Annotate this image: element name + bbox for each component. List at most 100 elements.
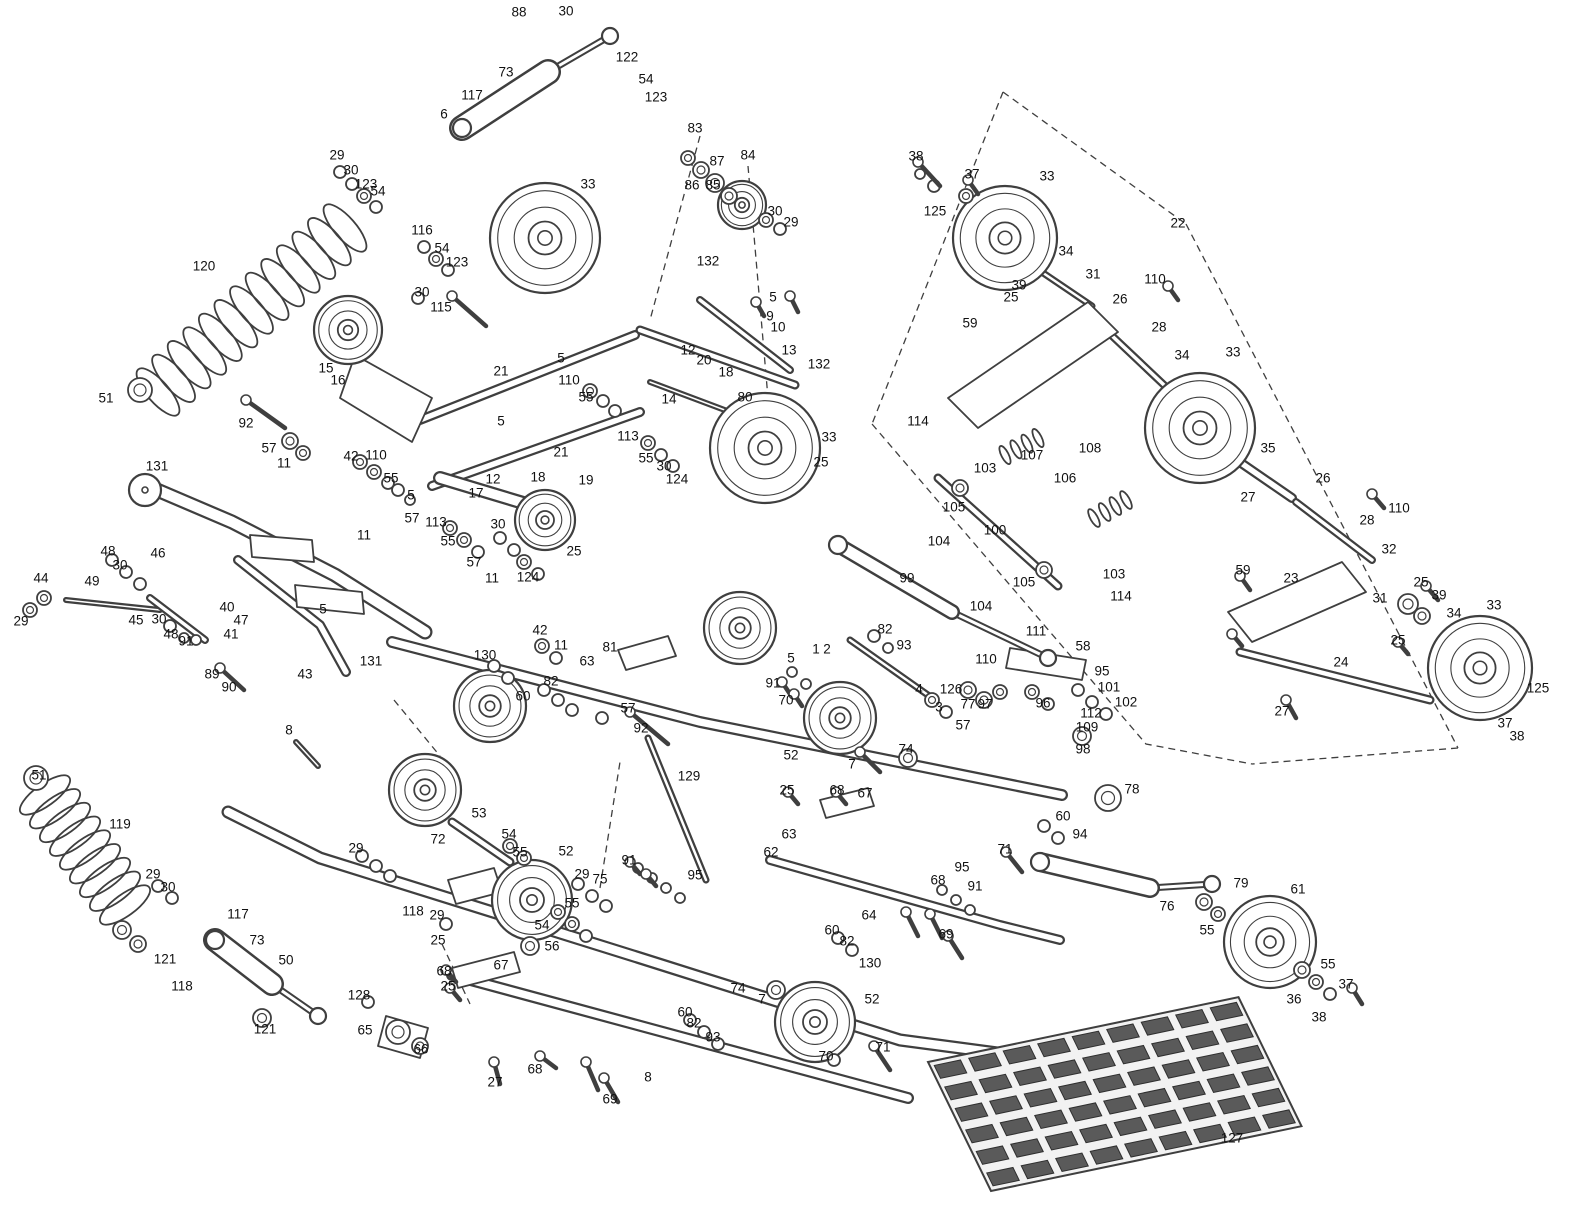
washer [596, 394, 610, 408]
washer [766, 980, 786, 1000]
wheel-axle-hole [537, 230, 553, 246]
part-number-label-8: 8 [285, 723, 293, 738]
track-lug [1013, 1066, 1047, 1087]
shock-eyelet [1029, 851, 1051, 873]
wheel-rim [708, 596, 772, 660]
track-lug [1020, 1159, 1055, 1180]
washer [705, 173, 725, 193]
part-number-label-124: 124 [666, 472, 689, 487]
part-number-label-29: 29 [783, 215, 798, 230]
track-lug [1047, 1059, 1082, 1079]
track-lug [1140, 1016, 1175, 1036]
part-number-label-93: 93 [896, 638, 911, 653]
coil-spring [291, 230, 337, 280]
part-number-label-75: 75 [592, 872, 607, 887]
track-lug [1023, 1087, 1058, 1108]
part-number-label-17: 17 [468, 486, 483, 501]
washer [683, 1013, 697, 1027]
wheel-rim-inner [509, 877, 555, 923]
part-number-label-15: 15 [318, 361, 333, 376]
wheel-rim-inner [728, 191, 756, 219]
part-number-label-60: 60 [515, 689, 530, 704]
part-number-label-39: 39 [1431, 588, 1446, 603]
part-number-label-25: 25 [1390, 633, 1405, 648]
part-number-label-70: 70 [818, 1049, 833, 1064]
part-number-label-18: 18 [530, 470, 545, 485]
part-number-label-108: 108 [1079, 441, 1102, 456]
wheel-axle-hole [525, 893, 538, 906]
part-number-label-26: 26 [1112, 292, 1127, 307]
part-number-label-27: 27 [1240, 490, 1255, 505]
washer [582, 383, 598, 399]
part-number-label-125: 125 [1527, 681, 1550, 696]
part-number-label-25: 25 [1003, 290, 1018, 305]
washer-hole [553, 907, 563, 917]
washer-hole [29, 771, 43, 785]
washer [692, 161, 710, 179]
washer-hole [927, 695, 937, 705]
part-number-label-35: 35 [1260, 441, 1275, 456]
part-number-label-28: 28 [1359, 513, 1374, 528]
part-number-label-71: 71 [875, 1040, 890, 1055]
part-number-label-27: 27 [1274, 704, 1289, 719]
wheel-rim [497, 190, 593, 286]
part-number-label-95: 95 [954, 860, 969, 875]
washer-hole [537, 641, 547, 651]
part-number-label-29: 29 [329, 148, 344, 163]
washer-hole [1027, 687, 1037, 697]
shock-body-face [1032, 854, 1158, 896]
part-number-label-91: 91 [967, 879, 982, 894]
part-number-label-47: 47 [233, 613, 248, 628]
part-number-label-66: 66 [413, 1042, 428, 1057]
washer [1035, 561, 1053, 579]
washer [660, 882, 672, 894]
part-number-label-123: 123 [446, 255, 469, 270]
washer [992, 684, 1008, 700]
part-number-label-30: 30 [343, 163, 358, 178]
part-number-label-11: 11 [485, 571, 499, 586]
part-number-label-38: 38 [908, 149, 923, 164]
washer-hole [955, 483, 965, 493]
part-number-label-5: 5 [497, 414, 505, 429]
part-number-label-29: 29 [348, 841, 363, 856]
washer [428, 251, 444, 267]
part-number-label-68: 68 [930, 873, 945, 888]
bolt-head [1280, 694, 1292, 706]
part-number-label-37: 37 [1497, 716, 1512, 731]
part-number-label-105: 105 [1013, 575, 1036, 590]
washer [697, 1025, 711, 1039]
part-number-label-7: 7 [758, 992, 766, 1007]
washer-hole [709, 177, 721, 189]
washer [1037, 819, 1051, 833]
washer [366, 464, 382, 480]
part-number-label-124: 124 [517, 570, 540, 585]
part-number-label-26: 26 [1315, 471, 1330, 486]
part-number-label-55: 55 [512, 845, 527, 860]
coil-spring [1097, 502, 1112, 522]
shock-eyelet [204, 929, 226, 951]
track-lug [1071, 1030, 1106, 1051]
part-number-label-4: 4 [915, 682, 923, 697]
track-lug [1172, 1080, 1206, 1101]
bolt-head [580, 1056, 592, 1068]
washer [1323, 987, 1337, 1001]
part-number-label-82: 82 [686, 1016, 701, 1031]
part-number-label-110: 110 [558, 373, 580, 388]
part-number-label-20: 20 [696, 353, 711, 368]
washer [571, 877, 585, 891]
bolt-head [488, 1056, 500, 1068]
track-lug [1106, 1023, 1140, 1043]
part-number-label-37: 37 [1338, 977, 1353, 992]
dashed-boundary-line [1185, 223, 1459, 749]
part-number-label-73: 73 [249, 933, 264, 948]
track-lug [1185, 1030, 1220, 1051]
part-number-label-91: 91 [765, 676, 780, 691]
part-number-label-132: 132 [697, 254, 720, 269]
part-number-label-12: 12 [680, 343, 695, 358]
part-number-label-30: 30 [490, 517, 505, 532]
track-lug [1220, 1023, 1254, 1043]
bolt-head [1162, 280, 1174, 292]
part-number-label-72: 72 [430, 832, 445, 847]
part-number-label-57: 57 [261, 441, 276, 456]
